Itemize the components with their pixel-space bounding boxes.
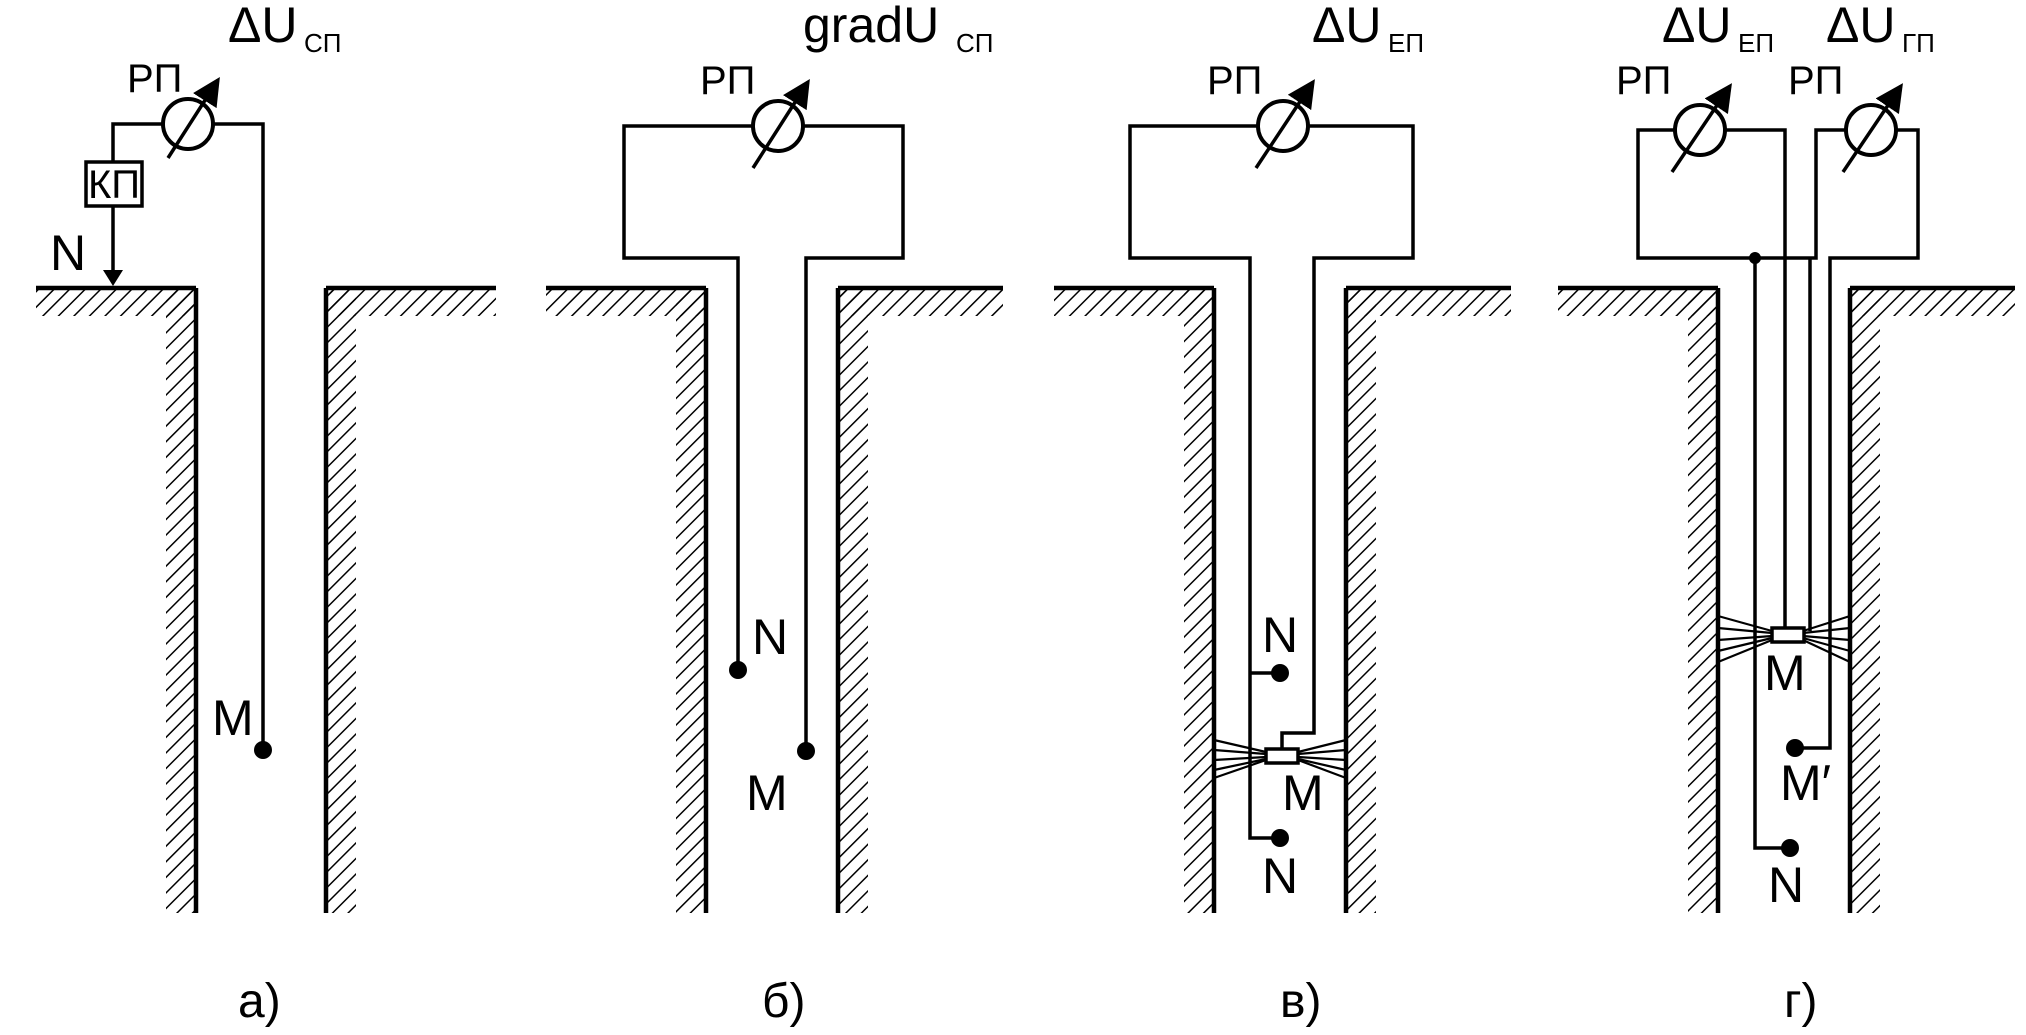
caption-d: г) [1784, 975, 1818, 1028]
meter-gauge-icon [1670, 83, 1732, 173]
electrode-label-m-a: M [212, 690, 254, 746]
current-rays-d [1717, 614, 1851, 664]
circuit-wires-a [111, 122, 265, 750]
electrode-n-dot-b [729, 661, 747, 679]
electrode-n-bottom-dot-c [1271, 829, 1289, 847]
wire-junction-dot [1749, 252, 1761, 264]
meter-gauge-icon [751, 79, 810, 169]
ground-surface-c [1054, 285, 1511, 316]
electrode-label-m-prime-d: M′ [1780, 755, 1831, 811]
meter-gauge-icon [1254, 79, 1315, 169]
header-sub-d-left: ЕП [1738, 28, 1774, 58]
meter-label-d-left: РП [1616, 59, 1671, 103]
electrode-label-n-top-c: N [1262, 607, 1298, 663]
panel-a: КП N РП M ΔU СП а) [36, 0, 496, 1028]
electrode-m-prime-dot-d [1786, 739, 1804, 757]
electrode-m-block-c [1264, 747, 1300, 765]
electrode-m-block-d [1770, 626, 1806, 644]
surface-electrode-n [103, 270, 123, 286]
borehole-walls-a [166, 288, 356, 913]
panel-b: РП N M gradU СП б) [546, 0, 1003, 1028]
ground-surface-b [546, 285, 1003, 316]
compensator-label: КП [88, 163, 140, 207]
header-main-a: ΔU [228, 0, 298, 53]
borehole-walls-c [1184, 288, 1376, 913]
electrode-label-m-d: M [1764, 645, 1806, 701]
header-sub-c: ЕП [1388, 28, 1424, 58]
panel-d: РП РП M M′ N ΔU ЕП ΔU ГП г) [1558, 0, 2015, 1028]
caption-b: б) [762, 975, 805, 1028]
meter-gauge-icon [1841, 83, 1903, 173]
header-main-d-left: ΔU [1662, 0, 1732, 53]
meter-label-c: РП [1207, 59, 1262, 103]
electrode-n-top-dot-c [1271, 664, 1289, 682]
header-sub-d-right: ГП [1902, 28, 1935, 58]
electrode-n-dot-d [1781, 839, 1799, 857]
meter-gauge-icon [161, 77, 220, 159]
circuit-wires-d [1636, 128, 1920, 850]
header-main-d-right: ΔU [1826, 0, 1896, 53]
compensator-box [84, 160, 144, 208]
caption-a: а) [238, 975, 281, 1028]
electrode-label-m-b: M [746, 765, 788, 821]
header-main-c: ΔU [1312, 0, 1382, 53]
header-sub-a: СП [304, 28, 341, 58]
electrode-m-dot-a [254, 741, 272, 759]
electrode-label-n-b: N [752, 609, 788, 665]
meter-label-d-right: РП [1788, 59, 1843, 103]
current-rays-c [1213, 738, 1347, 780]
panel-c: РП N M N ΔU ЕП в) [1054, 0, 1511, 1028]
electrode-label-m-c: M [1282, 765, 1324, 821]
electrode-m-dot-b [797, 742, 815, 760]
ground-surface-a [36, 285, 496, 316]
electrode-label-n-a: N [50, 225, 86, 281]
circuit-wires-b [622, 124, 905, 751]
electrode-label-n-d: N [1768, 857, 1804, 913]
caption-c: в) [1280, 975, 1321, 1028]
electrode-label-n-bottom-c: N [1262, 848, 1298, 904]
borehole-walls-d [1688, 288, 1880, 913]
borehole-walls-b [676, 288, 868, 913]
meter-label-a: РП [127, 57, 182, 101]
header-main-b: gradU [803, 0, 939, 53]
header-sub-b: СП [956, 28, 993, 58]
meter-label-b: РП [700, 59, 755, 103]
